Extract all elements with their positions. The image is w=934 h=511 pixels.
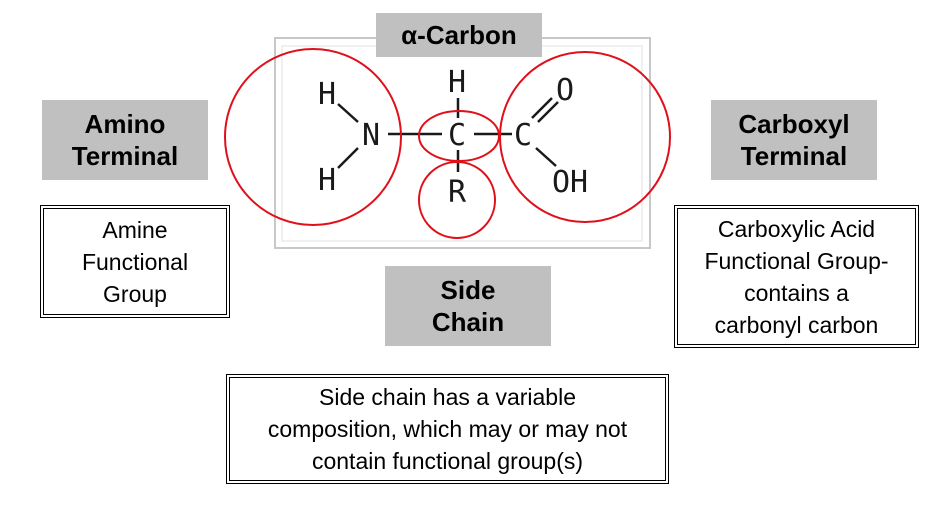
alpha-carbon-circle [418,110,500,162]
side-chain-line1: Side [440,275,496,305]
side-chain-box-line2: composition, which may or may not [267,416,628,442]
carboxylic-box-line3: contains a [744,279,849,306]
amine-box-line1: Amine [102,216,168,243]
atom-c-alpha: C [448,118,466,153]
structure-frame [274,37,651,249]
side-chain-circle [418,161,496,239]
atom-c-carboxyl: C [514,118,532,153]
atom-n: N [362,118,380,153]
side-chain-box-line1: Side chain has a variable [319,384,576,410]
side-chain-description-box: Side chain has a variable composition, w… [226,374,669,484]
atom-r: R [448,175,467,210]
atom-h-top: H [448,65,466,100]
atom-o: O [556,73,574,108]
amino-terminal-line2: Terminal [71,141,179,171]
bond-c-o-double-1 [531,97,553,119]
side-chain-label: Side Chain [385,266,551,346]
alpha-carbon-label-text: α-Carbon [401,20,517,50]
side-chain-line2: Chain [431,307,505,337]
atom-oh: OH [552,165,588,200]
side-chain-box-line3: contain functional group(s) [311,448,584,474]
carboxylic-box-line4: carbonyl carbon [714,311,879,338]
amino-terminal-line1: Amino [84,109,166,139]
carboxylic-box-line1: Carboxylic Acid [717,215,876,242]
carboxyl-group-circle [499,51,671,223]
bond-h-n-bottom [337,147,359,169]
atom-h-bottom-left: H [318,163,336,198]
amine-functional-group-box: Amine Functional Group [40,205,230,318]
carboxyl-terminal-line1: Carboxyl [738,109,850,139]
bond-c-oh [535,147,557,167]
carboxyl-terminal-line2: Terminal [740,141,848,171]
amino-terminal-label: Amino Terminal [42,100,208,180]
amine-box-line3: Group [103,280,167,307]
carboxylic-acid-functional-group-box: Carboxylic Acid Functional Group- contai… [674,205,919,348]
bond-c-o-double-2 [537,101,559,123]
amine-box-line2: Functional [81,248,189,275]
carboxylic-box-line2: Functional Group- [704,247,889,274]
amino-group-circle [224,48,402,226]
carboxyl-terminal-label: Carboxyl Terminal [711,100,877,180]
bond-h-n-top [337,103,359,123]
alpha-carbon-label: α-Carbon [376,13,542,57]
atom-h-top-left: H [318,77,336,112]
